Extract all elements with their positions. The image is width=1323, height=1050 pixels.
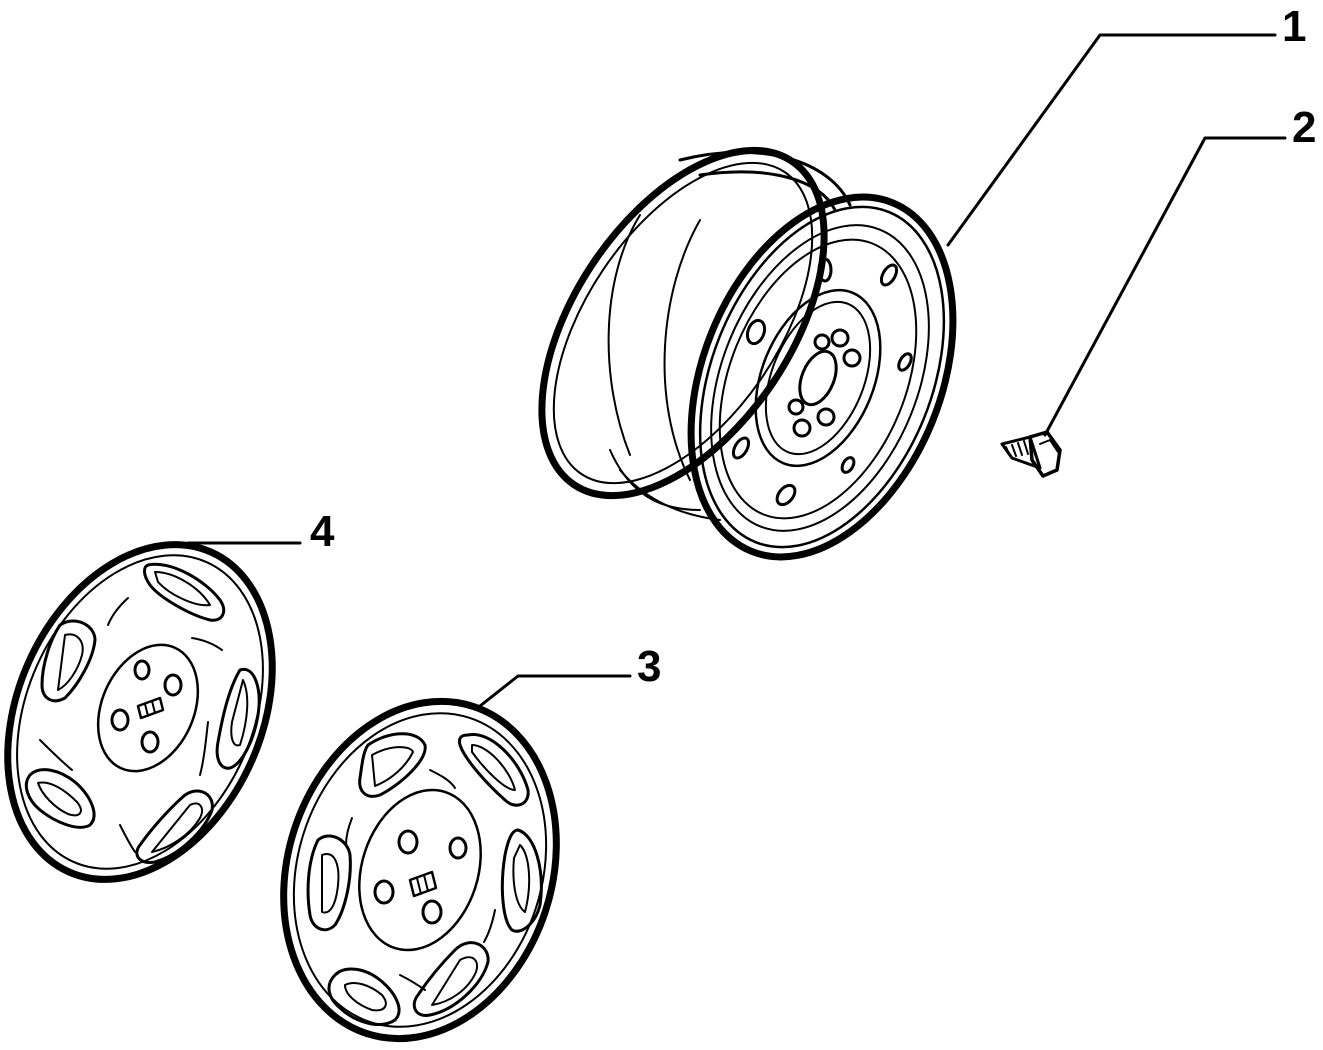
leader-line-1 [946, 33, 1277, 247]
leader-line-3 [478, 674, 632, 708]
callout-3: 3 [637, 642, 662, 691]
callout-4: 4 [310, 507, 335, 556]
steel-wheel-rim-icon [538, 146, 957, 561]
leader-lines [186, 33, 1287, 708]
callout-2: 2 [1292, 103, 1317, 152]
hubcap-icon [4, 541, 276, 883]
leader-line-2 [1043, 136, 1287, 437]
hubcap-icon [280, 697, 560, 1043]
callout-1: 1 [1282, 2, 1307, 51]
wheel-bolt-icon [1000, 430, 1062, 478]
